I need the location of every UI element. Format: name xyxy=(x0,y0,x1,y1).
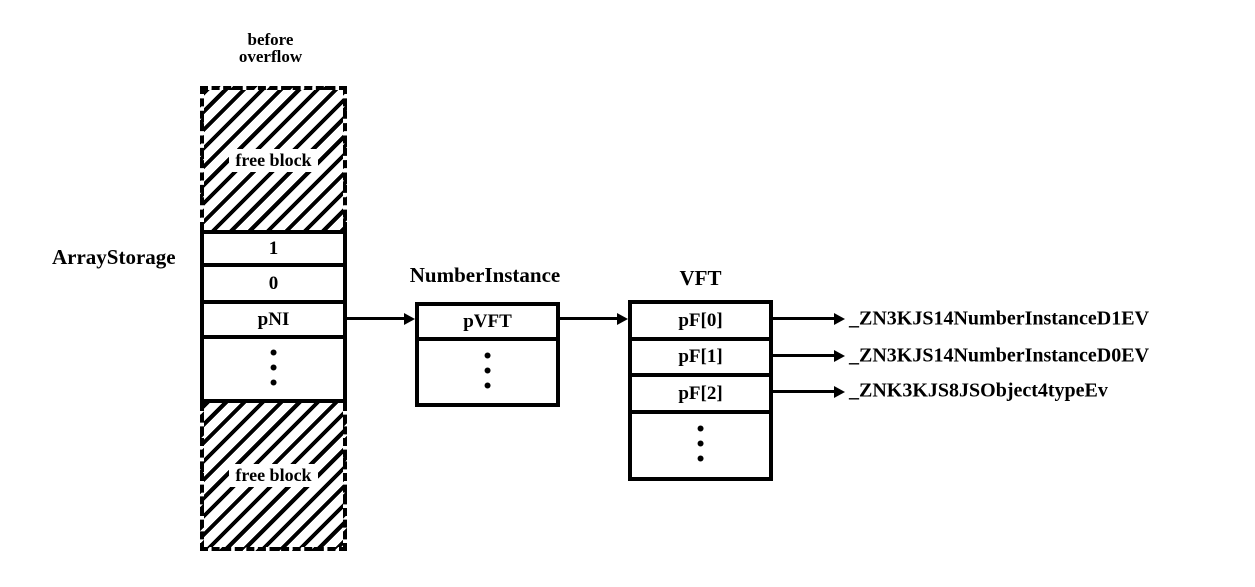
vertical-ellipsis: • • • xyxy=(268,343,279,394)
free-block-top-label: free block xyxy=(229,148,318,172)
number-instance-ellipsis-cell: • • • xyxy=(419,341,556,403)
arrow-pvft-to-vft xyxy=(560,317,617,320)
array-storage-cell-1: 1 xyxy=(204,234,343,267)
number-instance-cell-pvft: pVFT xyxy=(419,306,556,341)
free-block-bottom-label: free block xyxy=(229,463,318,487)
number-instance-table: pVFT • • • xyxy=(415,302,560,407)
heading-line-1: before xyxy=(247,30,294,49)
arrow-pf0-to-symbol xyxy=(771,317,834,320)
arrow-pni-to-numberinstance xyxy=(347,317,404,320)
vft-table: pF[0] pF[1] pF[2] • • • xyxy=(628,300,773,481)
symbol-jsobject-typeev: _ZNK3KJS8JSObject4typeEv xyxy=(849,379,1108,402)
array-storage-cell-pni: pNI xyxy=(204,304,343,339)
vertical-ellipsis: • • • xyxy=(482,346,493,397)
vft-cell-pf0: pF[0] xyxy=(632,304,769,341)
free-block-bottom: free block xyxy=(200,403,347,551)
symbol-numberinstance-d0ev: _ZN3KJS14NumberInstanceD0EV xyxy=(849,344,1150,367)
free-block-top: free block xyxy=(200,86,347,230)
vertical-ellipsis: • • • xyxy=(695,420,706,470)
vft-cell-pf1: pF[1] xyxy=(632,341,769,377)
vft-title: VFT xyxy=(679,266,722,290)
array-storage-table: 1 0 pNI • • • xyxy=(200,230,347,403)
array-storage-label: ArrayStorage xyxy=(52,245,176,269)
number-instance-title: NumberInstance xyxy=(409,263,561,287)
array-storage-cell-0: 0 xyxy=(204,267,343,304)
before-overflow-heading: before overflow xyxy=(197,31,344,65)
vft-ellipsis-cell: • • • xyxy=(632,414,769,477)
vft-cell-pf2: pF[2] xyxy=(632,377,769,414)
symbol-numberinstance-d1ev: _ZN3KJS14NumberInstanceD1EV xyxy=(849,307,1150,330)
arrow-pf1-to-symbol xyxy=(771,354,834,357)
arrow-pf2-to-symbol xyxy=(771,390,834,393)
array-storage-ellipsis-cell: • • • xyxy=(204,339,343,399)
heading-line-2: overflow xyxy=(238,47,303,66)
